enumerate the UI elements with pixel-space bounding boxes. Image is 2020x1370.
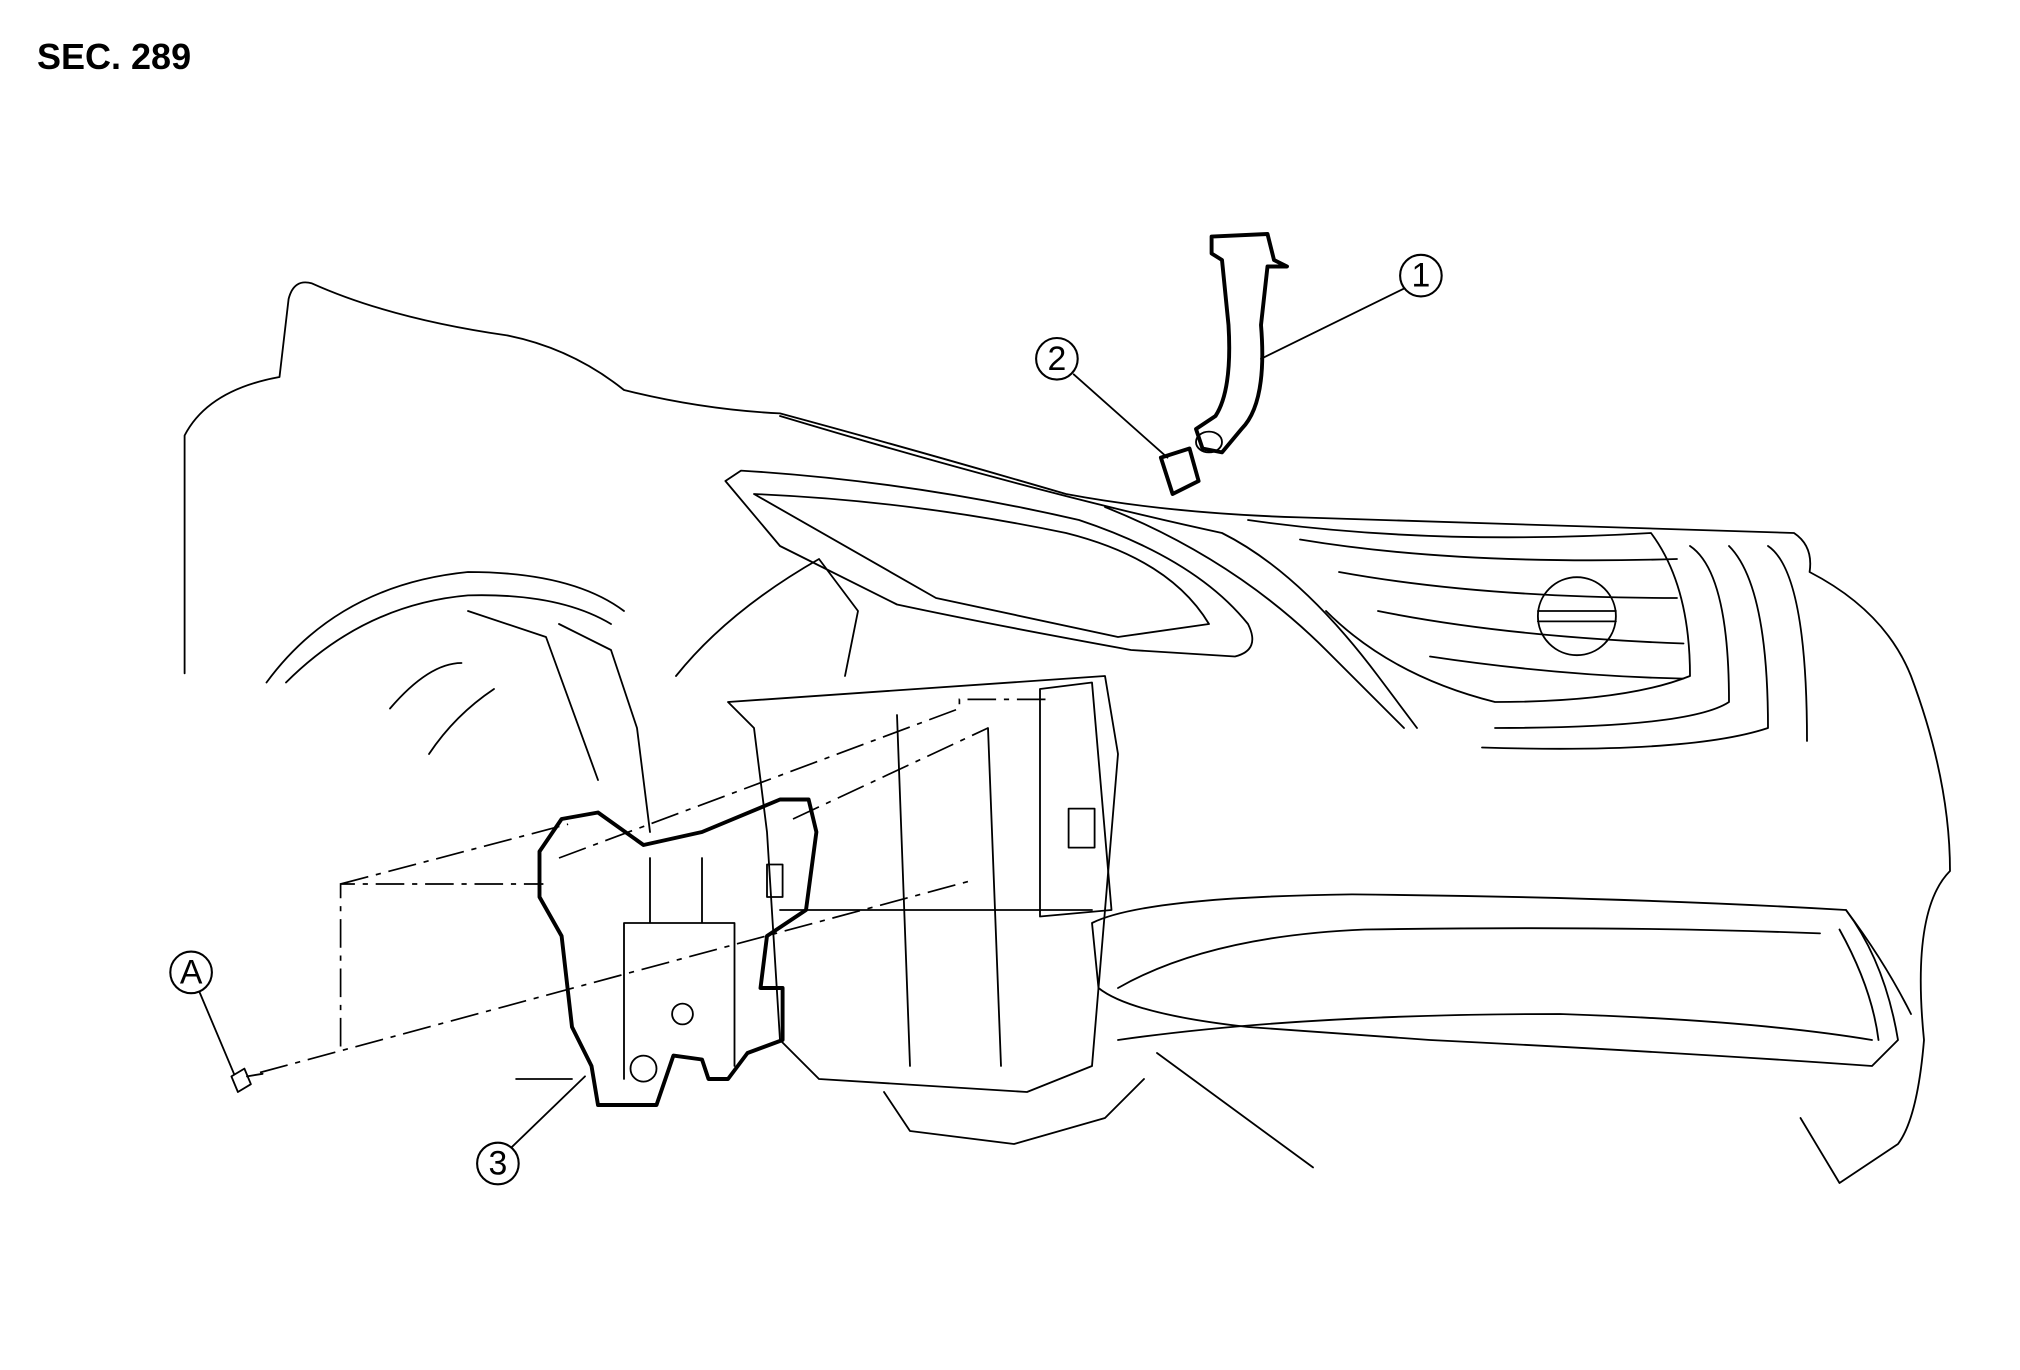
- leader-A: [197, 989, 235, 1075]
- headlamp-mount: [675, 558, 859, 677]
- wheel-arch: [265, 571, 625, 684]
- wheel-liner-detail: [389, 662, 463, 710]
- callout-3: 3: [476, 1141, 520, 1186]
- washer-filler-tube: [1194, 232, 1289, 455]
- grille-slats: [1299, 538, 1685, 680]
- bumper-contour: [1117, 1013, 1873, 1041]
- leader-1: [1260, 287, 1405, 360]
- callout-1: 1: [1399, 253, 1443, 298]
- fender-outline: [183, 281, 1951, 1184]
- filler-tube-outlet: [1195, 430, 1223, 454]
- callout-2-label: 2: [1048, 340, 1067, 378]
- support-bracket: [1039, 681, 1113, 918]
- grille-surround: [1481, 545, 1808, 750]
- grille-emblem-bar: [1536, 610, 1617, 623]
- filler-seal: [1158, 446, 1201, 496]
- washer-tank-tab: [766, 863, 784, 898]
- leader-2: [1072, 373, 1169, 459]
- bracket-slot: [1067, 807, 1096, 849]
- callout-A-label: A: [180, 953, 203, 991]
- washer-pump-port: [671, 1002, 694, 1026]
- front-bumper: [1091, 893, 1899, 1067]
- fender-apron: [467, 610, 599, 781]
- grille-emblem: [1536, 576, 1617, 657]
- support-members: [779, 714, 1093, 1067]
- leader-3: [508, 1075, 586, 1151]
- bolt-icon: [230, 1067, 264, 1093]
- callout-1-label: 1: [1412, 257, 1431, 295]
- fender-apron: [558, 623, 651, 833]
- hood-edge: [779, 415, 1418, 729]
- hood-edge-inner: [1104, 506, 1405, 729]
- radiator-support: [727, 675, 1119, 1093]
- wheel-arch-inner: [285, 594, 612, 684]
- callout-A: A: [169, 950, 213, 995]
- callout-3-label: 3: [489, 1145, 508, 1183]
- section-label: SEC. 289: [37, 36, 192, 77]
- bumper-contour: [1117, 927, 1821, 989]
- headlamp: [724, 469, 1254, 658]
- headlamp-lens: [753, 493, 1210, 638]
- callout-2: 2: [1035, 336, 1079, 381]
- leader-line: [1156, 1052, 1314, 1169]
- undercover: [883, 1078, 1145, 1145]
- assembly-line: [259, 698, 1051, 1074]
- bumper-corner-detail: [1838, 909, 1912, 1041]
- washer-tank-detail: [623, 857, 736, 1080]
- washer-pump-port: [629, 1054, 658, 1083]
- wheel-liner-detail: [428, 688, 495, 755]
- washer-tank: [537, 797, 819, 1107]
- front-grille: [1247, 519, 1691, 703]
